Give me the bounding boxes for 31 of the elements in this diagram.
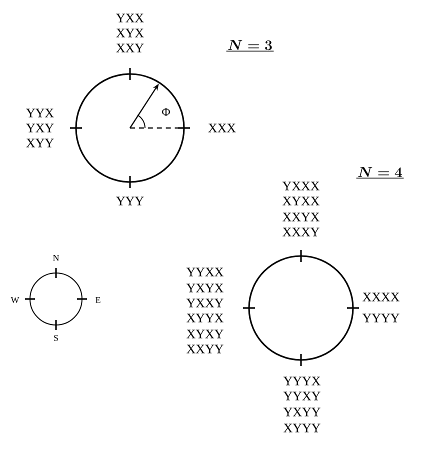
sequence-label: XYY — [26, 138, 54, 148]
heading: $N = 3$ — [226, 40, 274, 52]
sequence-label: YXXY — [186, 298, 224, 308]
sequence-label: XYXX — [282, 196, 320, 206]
sequence-label: XYYX — [186, 314, 224, 322]
sequence-label: YYYX — [283, 376, 320, 386]
sequence-label: YXYY — [283, 408, 320, 416]
sequence-label: YXY — [26, 124, 54, 132]
sequence-label: XXXX — [362, 292, 400, 302]
compass-letter: N — [53, 255, 60, 261]
sequence-label: YYY — [116, 196, 144, 206]
sequence-label: YXYX — [186, 284, 224, 292]
sequence-label: YYXX — [186, 268, 224, 276]
sequence-label: YYYY — [362, 314, 400, 322]
sequence-label: YXX — [116, 14, 144, 22]
sequence-label: XYX — [116, 28, 144, 38]
sequence-label: XXYY — [186, 344, 224, 354]
compass-letter: E — [96, 297, 100, 303]
sequence-label: XXXY — [282, 228, 320, 236]
angle-label: Φ — [162, 108, 170, 116]
sequence-label: YXXX — [282, 182, 320, 190]
sequence-label: YYX — [26, 108, 54, 118]
sequence-label: XYXY — [186, 330, 224, 338]
sequence-label: XXYX — [282, 212, 320, 222]
sequence-label: XYYY — [284, 424, 320, 432]
sequence-label: XXY — [116, 44, 144, 52]
sequence-label: YYXY — [283, 392, 320, 400]
sequence-label: XXX — [208, 124, 236, 132]
compass-letter: S — [54, 334, 58, 342]
compass-letter: W — [10, 297, 20, 303]
heading: $N = 4$ — [356, 167, 404, 179]
